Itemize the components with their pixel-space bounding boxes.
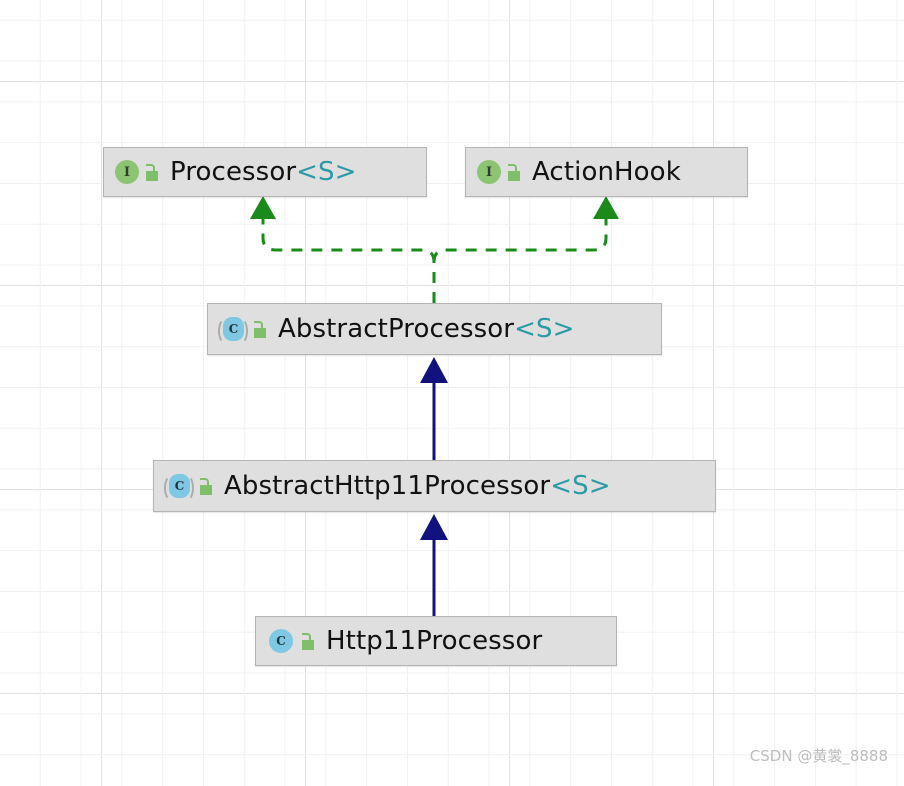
class-name-text: Processor xyxy=(170,157,297,187)
class-name-text: AbstractHttp11Processor xyxy=(224,471,551,501)
class-name-label: AbstractHttp11Processor<S> xyxy=(224,471,611,501)
edge-extends-abstractprocessor xyxy=(420,357,448,460)
generic-parameter: <S> xyxy=(296,157,357,187)
class-node-processor[interactable]: I Processor<S> xyxy=(103,147,427,197)
generalization-arrowhead-abstracthttp11processor xyxy=(420,514,448,540)
class-node-actionhook[interactable]: I ActionHook xyxy=(465,147,748,197)
abstract-class-icon: C xyxy=(164,473,194,501)
generic-parameter: <S> xyxy=(514,314,575,344)
node-icons-actionhook: I xyxy=(476,159,522,185)
class-node-abstracthttp11processor[interactable]: C AbstractHttp11Processor<S> xyxy=(153,460,716,512)
class-node-abstractprocessor[interactable]: C AbstractProcessor<S> xyxy=(207,303,662,355)
realization-arrowhead-actionhook xyxy=(593,196,619,219)
abstract-class-icon: C xyxy=(218,316,248,344)
interface-icon: I xyxy=(476,159,502,185)
node-icons-abstracthttp11processor: C xyxy=(164,473,214,501)
class-icon: C xyxy=(266,628,296,654)
interface-icon: I xyxy=(114,159,140,185)
node-icons-abstractprocessor: C xyxy=(218,316,268,344)
unlocked-padlock-icon xyxy=(199,477,214,495)
unlocked-padlock-icon xyxy=(507,163,522,181)
edge-extends-abstracthttp11processor xyxy=(420,514,448,616)
class-name-label: ActionHook xyxy=(532,157,681,187)
realization-arrowhead-processor xyxy=(250,196,276,219)
class-name-label: AbstractProcessor<S> xyxy=(278,314,574,344)
class-name-text: AbstractProcessor xyxy=(278,314,515,344)
generalization-arrowhead-abstractprocessor xyxy=(420,357,448,383)
csdn-watermark: CSDN @黄裳_8888 xyxy=(749,747,888,765)
edge-realize-actionhook xyxy=(432,196,619,303)
unlocked-padlock-icon xyxy=(253,320,268,338)
edge-realize-processor xyxy=(250,196,436,303)
class-name-label: Processor<S> xyxy=(170,157,357,187)
node-icons-http11processor: C xyxy=(266,628,316,654)
generic-parameter: <S> xyxy=(550,471,611,501)
class-name-label: Http11Processor xyxy=(326,626,542,656)
node-icons-processor: I xyxy=(114,159,160,185)
unlocked-padlock-icon xyxy=(145,163,160,181)
class-name-text: Http11Processor xyxy=(326,626,543,656)
class-node-http11processor[interactable]: C Http11Processor xyxy=(255,616,617,666)
unlocked-padlock-icon xyxy=(301,632,316,650)
class-name-text: ActionHook xyxy=(532,157,681,187)
